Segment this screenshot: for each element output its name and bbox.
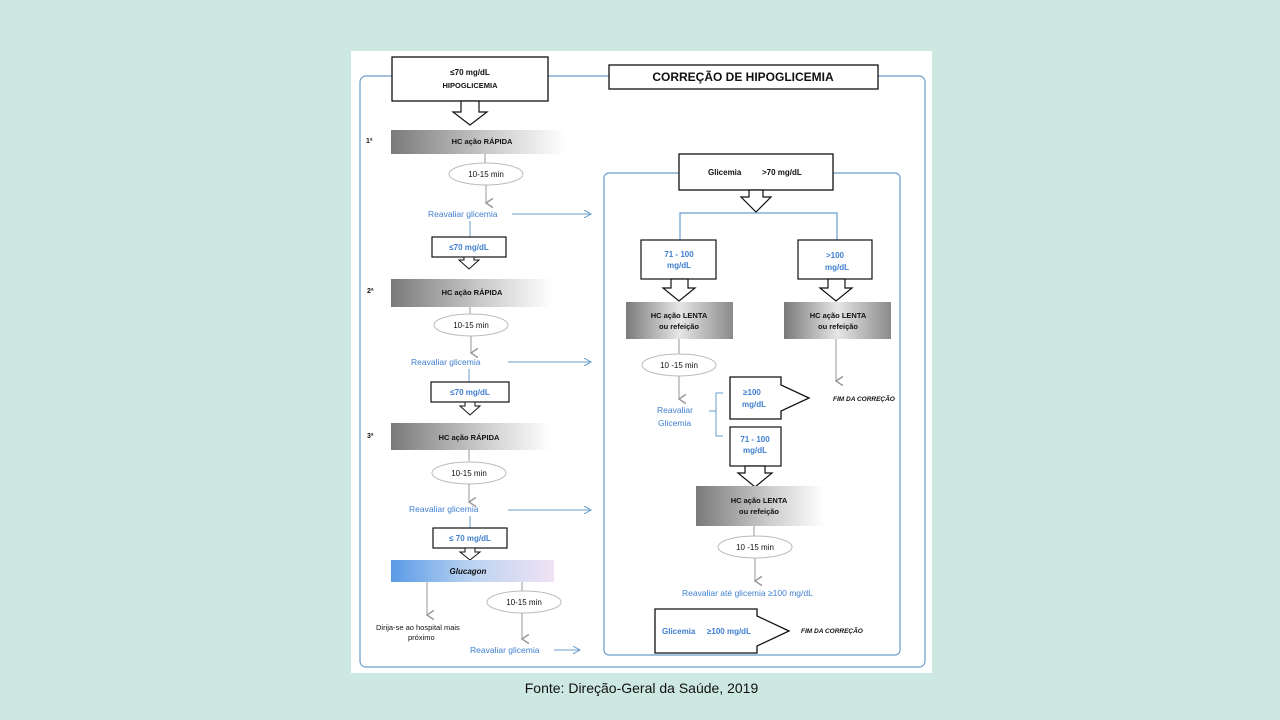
hc-rapida-label-3: HC ação RÁPIDA [439,433,500,442]
range-71-100-label: 71 - 100 [664,250,694,259]
hypoglycemia-label: HIPOGLICEMIA [442,81,498,90]
fim-label-1: FIM DA CORREÇÃO [833,394,895,403]
step-3-label: 3ª [367,433,374,440]
range-71-100-label-2: 71 - 100 [740,435,770,444]
range-71-100-box [640,239,717,280]
hospital-line-2: próximo [408,633,435,642]
reavaliar-label-5a: Reavaliar [657,405,693,415]
ge100-label: ≥100 [743,388,761,397]
wait-label-6: 10 -15 min [736,543,774,552]
page-title: CORREÇÃO DE HIPOGLICEMIA [652,69,834,84]
final-glicemia-arrow-box [654,608,791,654]
step-2-label: 2ª [367,288,374,295]
hc-rapida-bar-3 [391,423,551,450]
reavaliar-label-3: Reavaliar glicemia [409,504,479,514]
ge100-unit: mg/dL [742,400,766,409]
le70-down-arrow-1 [457,256,481,270]
range-71-100-unit: mg/dL [667,261,691,270]
le70-label-2: ≤70 mg/dL [450,388,490,397]
fim-label-2: FIM DA CORREÇÃO [801,626,863,635]
hc-lenta-label-1b: ou refeição [659,322,699,331]
step-1-label: 1ª [366,138,373,145]
bracket-connector [715,392,723,437]
gt100-down-arrow [818,278,854,302]
range-71-100-unit-2: mg/dL [743,446,767,455]
ge100-arrow-box [729,376,811,420]
glicemia-label: Glicemia [708,168,742,177]
branch-connector [679,212,838,241]
hc-lenta-label-3b: ou refeição [739,507,779,516]
hc-lenta-label-2a: HC ação LENTA [810,311,867,320]
hc-rapida-bar-1 [391,130,565,154]
final-ge100-label: ≥100 mg/dL [707,627,751,636]
hc-lenta-bar-2 [784,302,891,339]
flowchart-figure: ≤70 mg/dL HIPOGLICEMIA CORREÇÃO DE HIPOG… [351,51,932,673]
le70-down-arrow-2 [458,401,482,416]
hc-rapida-bar-2 [391,279,553,307]
gt100-unit: mg/dL [825,263,849,272]
final-glicemia-label: Glicemia [662,627,696,636]
hc-lenta-label-3a: HC ação LENTA [731,496,788,505]
reavaliar-label-1: Reavaliar glicemia [428,209,498,219]
reavaliar-label-2: Reavaliar glicemia [411,357,481,367]
wait-label-2: 10-15 min [453,321,489,330]
hc-lenta-label-2b: ou refeição [818,322,858,331]
hypoglycemia-threshold: ≤70 mg/dL [450,68,490,77]
range-71-100-down-arrow [661,278,697,302]
hc-rapida-label-1: HC ação RÁPIDA [452,137,513,146]
range-71-100-down-arrow-2 [736,465,774,488]
reavaliar-label-5b: Glicemia [658,418,691,428]
wait-label-5: 10 -15 min [660,361,698,370]
gt70-label: >70 mg/dL [762,168,802,177]
glicemia-down-arrow [739,189,773,213]
le70-label-3: ≤ 70 mg/dL [449,534,491,543]
hypoglycemia-box [391,56,549,102]
glicemia-gt70-box [678,153,834,191]
hospital-line-1: Dirija-se ao hospital mais [376,623,460,632]
glucagon-label: Glucagon [450,567,487,576]
gt100-label: >100 [826,251,845,260]
hc-lenta-bar-1 [626,302,733,339]
glucagon-bar [391,560,554,582]
hc-lenta-label-1a: HC ação LENTA [651,311,708,320]
wait-ellipse-4 [486,590,562,614]
wait-label-1: 10-15 min [468,170,504,179]
top-down-arrow [451,100,489,126]
wait-label-3: 10-15 min [451,469,487,478]
wait-label-4: 10-15 min [506,598,542,607]
hc-lenta-bar-3 [696,486,824,526]
reavaliar-label-4: Reavaliar glicemia [470,645,540,655]
reavaliar-ate-label: Reavaliar até glicemia ≥100 mg/dL [682,588,813,598]
title-box [608,64,879,90]
le70-label-1: ≤70 mg/dL [449,243,489,252]
le70-down-arrow-3 [458,547,482,561]
source-caption: Fonte: Direção-Geral da Saúde, 2019 [524,680,759,696]
hc-rapida-label-2: HC ação RÁPIDA [442,288,503,297]
